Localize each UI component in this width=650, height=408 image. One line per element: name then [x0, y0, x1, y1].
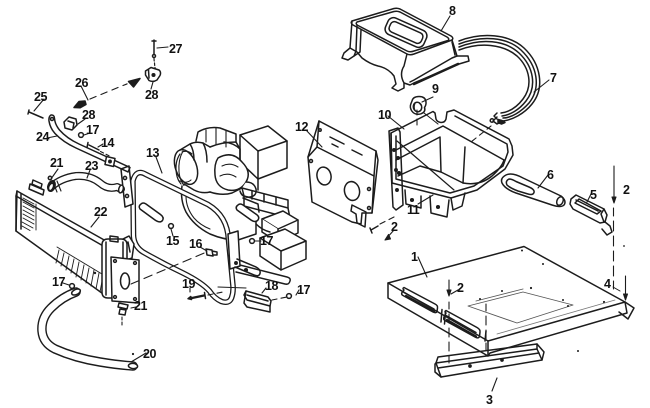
svg-text:17: 17 — [260, 234, 273, 248]
svg-text:22: 22 — [94, 205, 107, 219]
svg-text:28: 28 — [82, 108, 95, 122]
svg-text:17: 17 — [52, 275, 65, 289]
svg-text:27: 27 — [169, 42, 182, 56]
svg-text:25: 25 — [34, 90, 47, 104]
svg-text:2: 2 — [391, 220, 398, 234]
svg-text:6: 6 — [547, 168, 554, 182]
svg-text:5: 5 — [590, 188, 597, 202]
svg-text:21: 21 — [134, 299, 147, 313]
svg-text:21: 21 — [50, 156, 63, 170]
svg-text:13: 13 — [146, 146, 159, 160]
svg-text:2: 2 — [623, 183, 630, 197]
svg-text:12: 12 — [295, 120, 308, 134]
svg-text:20: 20 — [143, 347, 156, 361]
svg-text:11: 11 — [407, 203, 420, 217]
svg-text:2: 2 — [457, 281, 464, 295]
svg-text:1: 1 — [411, 250, 418, 264]
svg-text:23: 23 — [85, 159, 98, 173]
svg-text:10: 10 — [378, 108, 391, 122]
svg-text:4: 4 — [604, 277, 611, 291]
svg-text:28: 28 — [145, 88, 158, 102]
svg-text:18: 18 — [265, 279, 278, 293]
svg-text:19: 19 — [182, 277, 195, 291]
svg-text:17: 17 — [297, 283, 310, 297]
svg-text:17: 17 — [86, 123, 99, 137]
svg-text:26: 26 — [75, 76, 88, 90]
svg-text:24: 24 — [36, 130, 49, 144]
svg-text:8: 8 — [449, 4, 456, 18]
svg-text:15: 15 — [166, 234, 179, 248]
svg-text:9: 9 — [432, 82, 439, 96]
svg-text:7: 7 — [550, 71, 557, 85]
svg-text:3: 3 — [486, 393, 493, 407]
svg-text:16: 16 — [189, 237, 202, 251]
svg-text:14: 14 — [101, 136, 114, 150]
